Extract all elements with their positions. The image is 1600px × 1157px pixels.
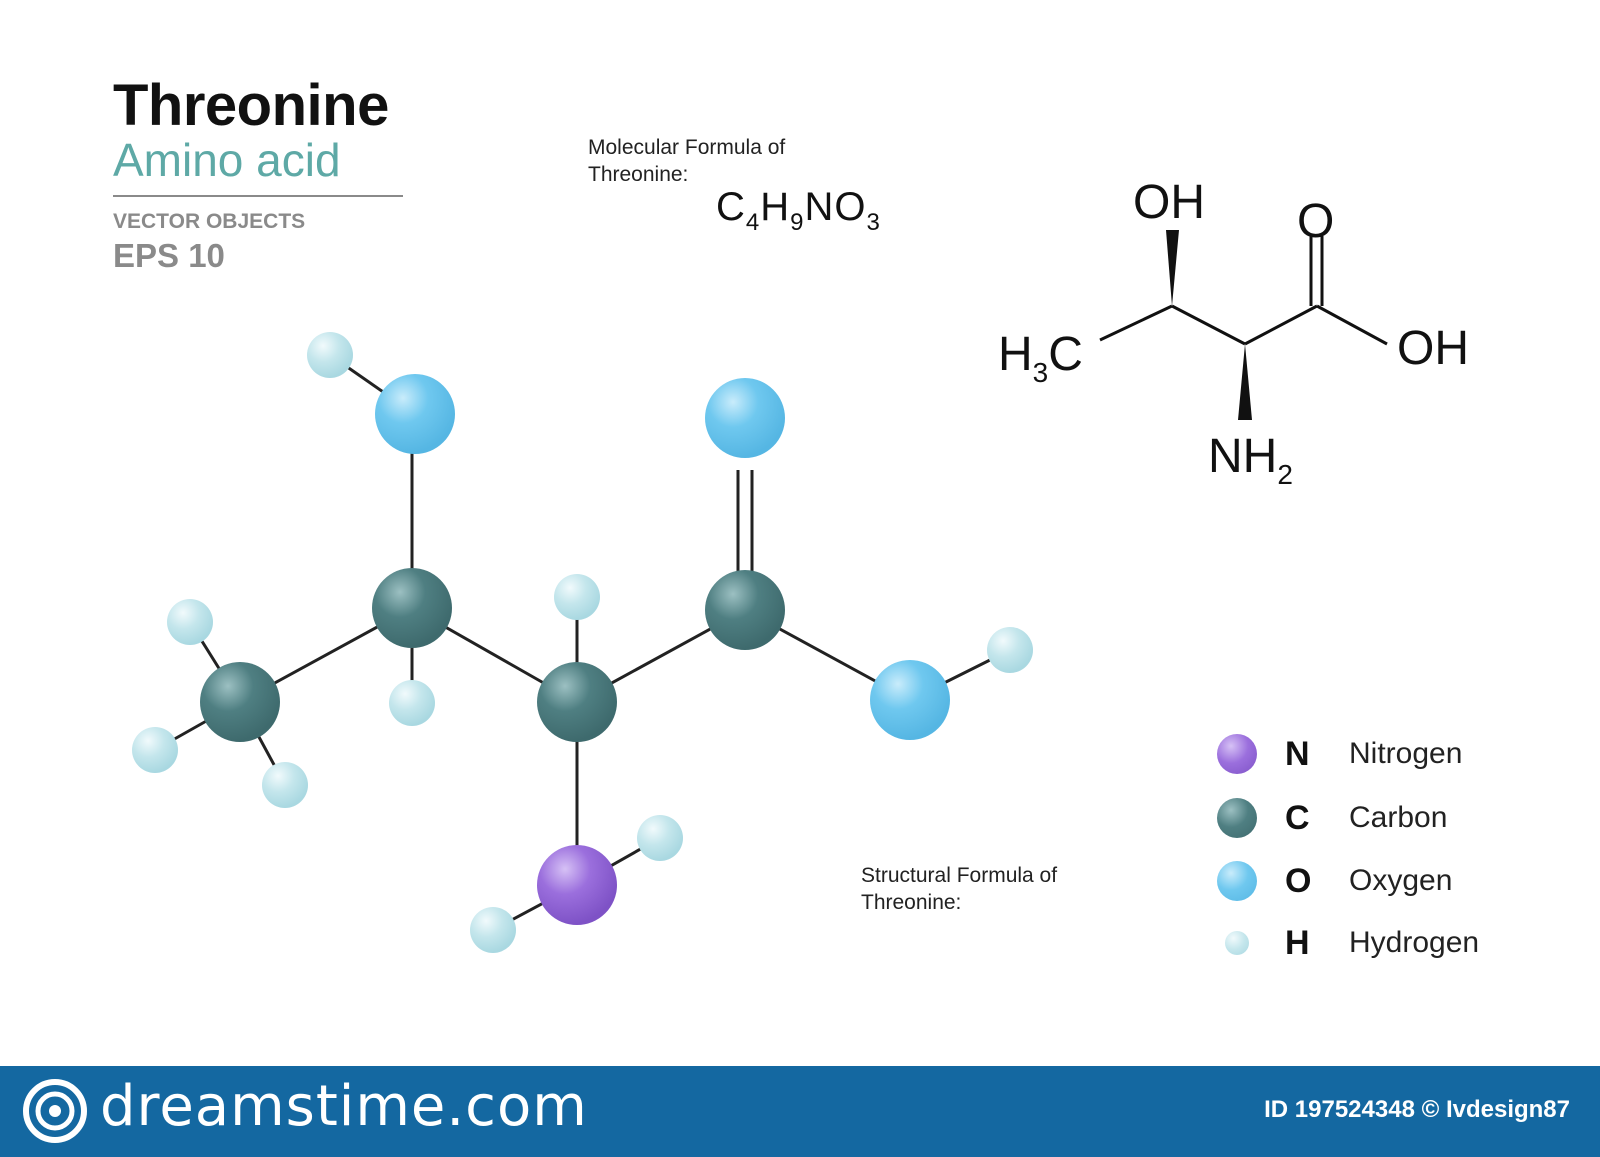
footer-image-id: ID 197524348 © Ivdesign87 xyxy=(1264,1096,1570,1123)
legend-name: Carbon xyxy=(1349,801,1448,834)
skeletal-oh-right: OH xyxy=(1397,322,1469,375)
title-divider xyxy=(113,195,403,197)
atom-nitrogen xyxy=(537,845,617,925)
bond-ch3-cb xyxy=(1099,304,1173,342)
atom-carbon xyxy=(200,662,280,742)
skeletal-bonds xyxy=(1099,236,1388,346)
bond-ca-ccooh xyxy=(1244,304,1318,346)
bond-c-oh xyxy=(1316,304,1388,346)
legend-symbol: O xyxy=(1285,862,1312,900)
molecule-subtitle: Amino acid xyxy=(113,134,341,186)
nitrogen-swatch xyxy=(1217,734,1257,774)
structural-formula-label: Structural Formula of Threonine: xyxy=(861,864,1058,914)
dreamstime-logo-icon xyxy=(23,1079,87,1143)
atom-hydrogen xyxy=(262,762,308,808)
atom-hydrogen xyxy=(470,907,516,953)
atom-carbon xyxy=(705,570,785,650)
hydrogen-swatch xyxy=(1225,931,1249,955)
legend-item-carbon: C Carbon xyxy=(1217,793,1577,843)
skeletal-oh-top: OH xyxy=(1133,176,1205,229)
legend-symbol: N xyxy=(1285,735,1310,773)
wedge-bond-nh2 xyxy=(1238,344,1252,420)
vector-objects-label: VECTOR OBJECTS xyxy=(113,210,306,233)
atom-oxygen xyxy=(705,378,785,458)
legend-item-hydrogen: H Hydrogen xyxy=(1217,918,1577,968)
bond-cb-ca xyxy=(1171,304,1246,346)
atom-hydrogen xyxy=(167,599,213,645)
formula-subscript: 4 xyxy=(745,209,761,236)
ball-stick-atoms xyxy=(132,332,1033,953)
atom-oxygen xyxy=(870,660,950,740)
legend-name: Hydrogen xyxy=(1349,926,1480,959)
atom-oxygen xyxy=(375,374,455,454)
molecular-formula-label: Molecular Formula of Threonine: xyxy=(588,136,786,186)
atom-hydrogen xyxy=(637,815,683,861)
wedge-bond-oh xyxy=(1166,230,1179,306)
footer-brand: dreamstime.com xyxy=(100,1074,588,1139)
legend-item-nitrogen: N Nitrogen xyxy=(1217,729,1577,779)
formula-element: C xyxy=(716,185,746,229)
formula-element: O xyxy=(834,185,867,229)
carbon-swatch xyxy=(1217,798,1257,838)
atom-hydrogen xyxy=(132,727,178,773)
atom-hydrogen xyxy=(554,574,600,620)
formula-element: N xyxy=(804,185,835,229)
legend-name: Nitrogen xyxy=(1349,737,1463,770)
atom-hydrogen xyxy=(389,680,435,726)
atom-carbon xyxy=(372,568,452,648)
skeletal-h3c: H3C xyxy=(998,328,1083,388)
footer-bar: dreamstime.com ID 197524348 © Ivdesign87 xyxy=(0,1066,1600,1157)
formula-element: H xyxy=(760,185,791,229)
legend-item-oxygen: O Oxygen xyxy=(1217,856,1577,906)
atom-hydrogen xyxy=(307,332,353,378)
skeletal-o-top: O xyxy=(1297,195,1334,248)
legend-symbol: C xyxy=(1285,799,1310,837)
formula-subscript: 9 xyxy=(790,209,805,236)
structural-formula-drawing: OH O OH H3C NH2 xyxy=(132,176,1469,953)
legend-symbol: H xyxy=(1285,924,1310,962)
molecule-title: Threonine xyxy=(113,73,389,138)
ball-stick-bonds xyxy=(154,353,1011,932)
atom-hydrogen xyxy=(987,627,1033,673)
oxygen-swatch xyxy=(1217,861,1257,901)
legend-name: Oxygen xyxy=(1349,864,1453,897)
molecular-formula: C4H9NO3 xyxy=(716,185,881,237)
formula-subscript: 3 xyxy=(866,209,881,236)
eps-label: EPS 10 xyxy=(113,237,225,274)
atom-carbon xyxy=(537,662,617,742)
skeletal-nh2: NH2 xyxy=(1208,430,1293,490)
